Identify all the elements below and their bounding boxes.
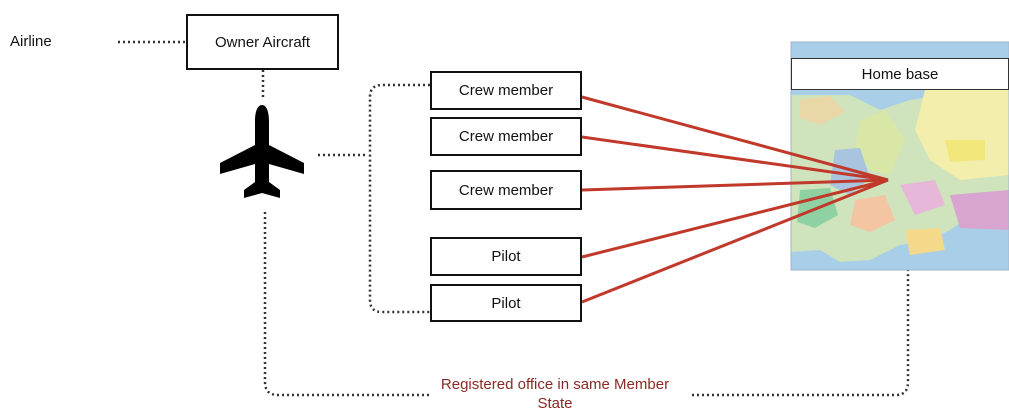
pilot-box: Pilot [430, 284, 582, 322]
crew-member-box: Crew member [430, 117, 582, 156]
homebase-red-connectors [581, 95, 889, 304]
airplane-icon [220, 105, 304, 198]
crew-member-box: Crew member [430, 71, 582, 110]
home-base-label: Home base [791, 58, 1009, 90]
aircraft-to-registered-connector [263, 212, 432, 397]
airline-label: Airline [10, 33, 52, 50]
registered-to-homebase-connector [692, 270, 910, 397]
crew-member-box: Crew member [430, 170, 582, 210]
crew1-to-homebase-line [581, 95, 889, 182]
dotted-connectors [118, 40, 910, 397]
pilot2-to-homebase-line [581, 178, 889, 304]
pilot-box: Pilot [430, 237, 582, 276]
owner-aircraft-box: Owner Aircraft [186, 14, 339, 70]
crew-bracket-connector [368, 83, 430, 314]
crew2-to-homebase-line [581, 135, 889, 182]
pilot1-to-homebase-line [581, 178, 889, 259]
registered-office-label: Registered office in same Member State [440, 376, 670, 412]
crew3-to-homebase-line [581, 178, 889, 192]
